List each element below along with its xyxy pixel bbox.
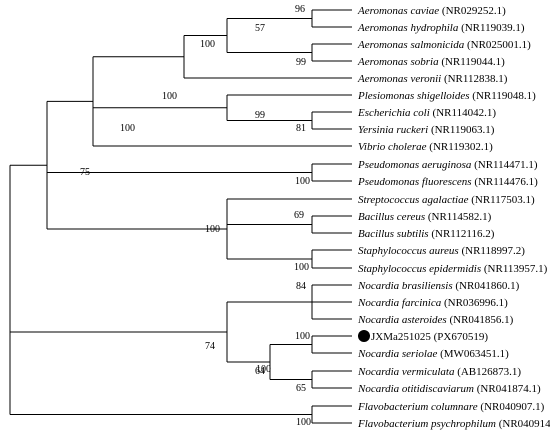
taxon-accession: (NR117503.1) (468, 194, 535, 206)
taxon-name: Streptococcus agalactiae (358, 194, 469, 206)
taxon-label: Bacillus subtilis (NR112116.2) (358, 228, 495, 240)
taxon-label-query: JXMa251025 (PX670519) (371, 331, 488, 343)
bootstrap-value: 57 (255, 23, 265, 34)
bootstrap-value: 100 (200, 39, 215, 50)
taxon-accession: (NR114042.1) (430, 107, 497, 119)
bootstrap-value: 96 (295, 4, 305, 15)
bootstrap-value: 74 (205, 341, 215, 352)
taxon-label: Escherichia coli (NR114042.1) (357, 107, 496, 119)
taxon-label: Flavobacterium psychrophilum (NR040914.1… (357, 418, 550, 430)
taxon-name: Nocardia vermiculata (357, 366, 455, 378)
taxon-name: Nocardia farcinica (357, 297, 442, 309)
taxon-label: Aeromonas veronii (NR112838.1) (357, 73, 508, 85)
taxon-label: Aeromonas hydrophila (NR119039.1) (357, 22, 525, 34)
bootstrap-value: 99 (255, 110, 265, 121)
bootstrap-value: 100 (296, 417, 311, 428)
taxon-accession: (NR112838.1) (441, 73, 508, 85)
taxon-name: Aeromonas sobria (357, 56, 439, 68)
taxon-label: Aeromonas caviae (NR029252.1) (357, 5, 506, 17)
taxon-name: Staphylococcus aureus (358, 245, 459, 257)
bootstrap-value: 65 (296, 383, 306, 394)
taxon-accession: (NR113957.1) (481, 263, 548, 275)
taxon-accession: (NR025001.1) (464, 39, 531, 51)
taxon-accession: (NR114582.1) (425, 211, 492, 223)
taxon-label: Nocardia seriolae (MW063451.1) (357, 348, 509, 360)
taxon-name: Bacillus cereus (358, 211, 425, 223)
taxon-accession: (NR041856.1) (447, 314, 514, 326)
bootstrap-value: 69 (294, 210, 304, 221)
bootstrap-value: 100 (120, 123, 135, 134)
taxon-label: Aeromonas salmonicida (NR025001.1) (357, 39, 531, 51)
taxon-label: Nocardia vermiculata (AB126873.1) (357, 366, 521, 378)
bootstrap-value: 75 (80, 167, 90, 178)
tree-branches (9, 9, 352, 424)
taxon-name: Nocardia seriolae (357, 348, 437, 360)
taxon-name: Aeromonas veronii (357, 73, 441, 85)
taxon-label: Nocardia asteroides (NR041856.1) (357, 314, 514, 326)
taxon-name: Pseudomonas aeruginosa (357, 159, 472, 171)
taxon-label: Yersinia ruckeri (NR119063.1) (358, 124, 495, 136)
taxon-accession: (NR041860.1) (453, 280, 520, 292)
bootstrap-value: 81 (296, 123, 306, 134)
taxon-label: Flavobacterium columnare (NR040907.1) (357, 401, 545, 413)
bootstrap-value: 100 (294, 262, 309, 273)
taxon-label: Staphylococcus epidermidis (NR113957.1) (358, 263, 548, 275)
bootstrap-value: 100 (256, 364, 271, 375)
taxon-accession: (NR119302.1) (427, 141, 494, 153)
taxon-name: Bacillus subtilis (358, 228, 429, 240)
taxon-accession: (NR119039.1) (458, 22, 525, 34)
taxon-accession: (NR114476.1) (472, 176, 539, 188)
taxon-label: Streptococcus agalactiae (NR117503.1) (358, 194, 535, 206)
taxon-accession: (NR119044.1) (439, 56, 506, 68)
taxon-label: Aeromonas sobria (NR119044.1) (357, 56, 505, 68)
taxon-accession: (NR119048.1) (470, 90, 537, 102)
taxon-label: Staphylococcus aureus (NR118997.2) (358, 245, 525, 257)
taxon-accession: (NR036996.1) (441, 297, 508, 309)
taxon-name: Aeromonas salmonicida (357, 39, 465, 51)
taxon-name: Nocardia asteroides (357, 314, 447, 326)
taxon-name: Vibrio cholerae (358, 141, 427, 153)
taxon-accession: (NR040914.1) (496, 418, 550, 430)
taxon-name: Staphylococcus epidermidis (358, 263, 481, 275)
bootstrap-value: 100 (295, 176, 310, 187)
taxon-label: Vibrio cholerae (NR119302.1) (358, 141, 493, 153)
taxon-name: Aeromonas hydrophila (357, 22, 459, 34)
taxon-accession: JXMa251025 (PX670519) (371, 331, 488, 343)
bootstrap-value: 99 (296, 57, 306, 68)
taxon-label: Pseudomonas fluorescens (NR114476.1) (357, 176, 538, 188)
taxon-accession: (AB126873.1) (454, 366, 521, 378)
taxon-label: Bacillus cereus (NR114582.1) (358, 211, 492, 223)
taxon-accession: (NR112116.2) (429, 228, 495, 240)
taxon-label: Nocardia otitidiscaviarum (NR041874.1) (357, 383, 541, 395)
bootstrap-value: 64 (255, 366, 265, 377)
taxon-accession: (NR041874.1) (474, 383, 541, 395)
taxon-accession: (NR114471.1) (471, 159, 538, 171)
taxon-accession: (NR040907.1) (478, 401, 545, 413)
taxon-labels: Aeromonas caviae (NR029252.1) Aeromonas h… (357, 5, 550, 430)
taxon-label: Plesiomonas shigelloides (NR119048.1) (357, 90, 536, 102)
bootstrap-value: 100 (295, 331, 310, 342)
taxon-label: Nocardia brasiliensis (NR041860.1) (357, 280, 520, 292)
taxon-name: Plesiomonas shigelloides (357, 90, 470, 102)
taxon-label: Nocardia farcinica (NR036996.1) (357, 297, 508, 309)
taxon-name: Nocardia otitidiscaviarum (357, 383, 474, 395)
bootstrap-value: 100 (205, 224, 220, 235)
taxon-accession: (MW063451.1) (437, 348, 509, 360)
taxon-name: Pseudomonas fluorescens (357, 176, 472, 188)
taxon-label: Pseudomonas aeruginosa (NR114471.1) (357, 159, 538, 171)
taxon-accession: (NR118997.2) (459, 245, 526, 257)
taxon-name: Flavobacterium psychrophilum (357, 418, 496, 430)
taxon-name: Flavobacterium columnare (357, 401, 478, 413)
taxon-name: Nocardia brasiliensis (357, 280, 453, 292)
taxon-name: Aeromonas caviae (357, 5, 439, 17)
taxon-name: Escherichia coli (357, 107, 430, 119)
highlight-dot (358, 330, 370, 342)
taxon-accession: (NR029252.1) (439, 5, 506, 17)
bootstrap-values: 96 57 100 99 100 99 81 100 100 75 69 100 100 84 74 100 1… (80, 4, 311, 428)
bootstrap-value: 84 (296, 281, 306, 292)
bootstrap-value: 100 (162, 91, 177, 102)
taxon-accession: (NR119063.1) (428, 124, 495, 136)
taxon-name: Yersinia ruckeri (358, 124, 428, 136)
